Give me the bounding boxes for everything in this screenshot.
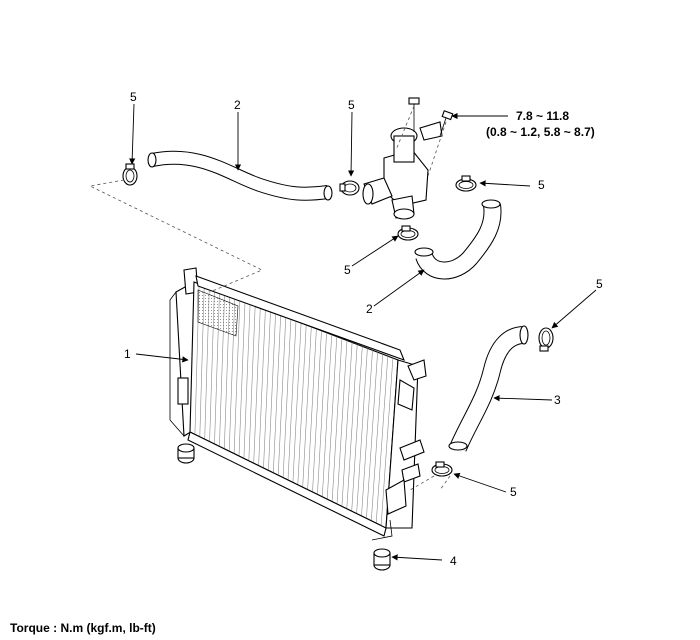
callout-3: 3 xyxy=(554,393,561,407)
hose-clamp-6 xyxy=(431,461,453,477)
dashed-line-bolt-1 xyxy=(395,105,415,151)
fin-line xyxy=(277,317,287,476)
radiator-fins xyxy=(194,283,394,526)
fin-line xyxy=(366,352,378,519)
dashed-line-upper-hose xyxy=(88,179,263,293)
hose-clamp-3 xyxy=(455,175,477,192)
fin-line xyxy=(243,303,251,459)
hose-clamp-2 xyxy=(339,180,360,196)
fin-line xyxy=(326,336,338,500)
fin-line xyxy=(268,313,276,471)
callout-5-f: 5 xyxy=(510,485,517,499)
fin-line xyxy=(253,307,261,464)
hose-clamp-4 xyxy=(397,225,419,241)
fin-line xyxy=(248,305,256,461)
fin-line xyxy=(346,344,358,509)
upper-hose-right xyxy=(414,199,502,280)
callout-5-b: 5 xyxy=(348,98,355,112)
fin-line xyxy=(273,315,281,473)
fin-line xyxy=(341,342,353,507)
callout-5-d: 5 xyxy=(344,263,351,277)
upper-hose-left xyxy=(147,150,333,201)
callout-5-a: 5 xyxy=(130,90,137,104)
fin-line xyxy=(322,334,332,497)
torque-spec-value: 7.8 ~ 11.8 xyxy=(516,109,569,123)
hose-clamp-5 xyxy=(538,327,554,352)
fin-line xyxy=(317,332,327,495)
dashed-line-lower-hose xyxy=(409,475,435,491)
fin-line xyxy=(238,301,246,457)
fin-line xyxy=(233,299,241,454)
dashed-line-lower-clamp xyxy=(439,475,451,491)
fin-line xyxy=(307,328,317,490)
callout-5-e: 5 xyxy=(596,277,603,291)
torque-spec-units: (0.8 ~ 1.2, 5.8 ~ 8.7) xyxy=(486,125,595,139)
fin-line xyxy=(375,356,389,524)
callout-2-upper-left: 2 xyxy=(234,98,241,112)
radiator xyxy=(169,267,427,541)
callout-2-upper-right: 2 xyxy=(366,302,373,316)
hose-clamp-1 xyxy=(122,163,138,186)
thermostat-housing xyxy=(362,97,454,220)
fin-line xyxy=(263,311,271,469)
fin-line xyxy=(312,330,322,493)
lower-hose xyxy=(448,325,529,452)
radiator-mount-right xyxy=(373,548,391,571)
fin-line xyxy=(336,340,348,505)
callout-5-c: 5 xyxy=(538,178,545,192)
radiator-mount-left xyxy=(177,443,195,464)
fin-line xyxy=(297,324,307,485)
callout-1: 1 xyxy=(124,347,131,361)
fin-line xyxy=(282,319,292,478)
fin-line xyxy=(287,320,297,481)
fin-line xyxy=(356,348,368,514)
fin-line xyxy=(380,358,394,526)
torque-units-note: Torque : N.m (kgf.m, lb-ft) xyxy=(10,621,156,635)
fin-line xyxy=(258,309,266,466)
callout-4: 4 xyxy=(450,554,457,568)
fin-line xyxy=(351,346,363,512)
fin-line xyxy=(302,326,312,488)
fin-line xyxy=(371,354,383,521)
fin-line xyxy=(331,338,343,502)
fin-line xyxy=(292,322,302,483)
fin-line xyxy=(361,350,373,517)
